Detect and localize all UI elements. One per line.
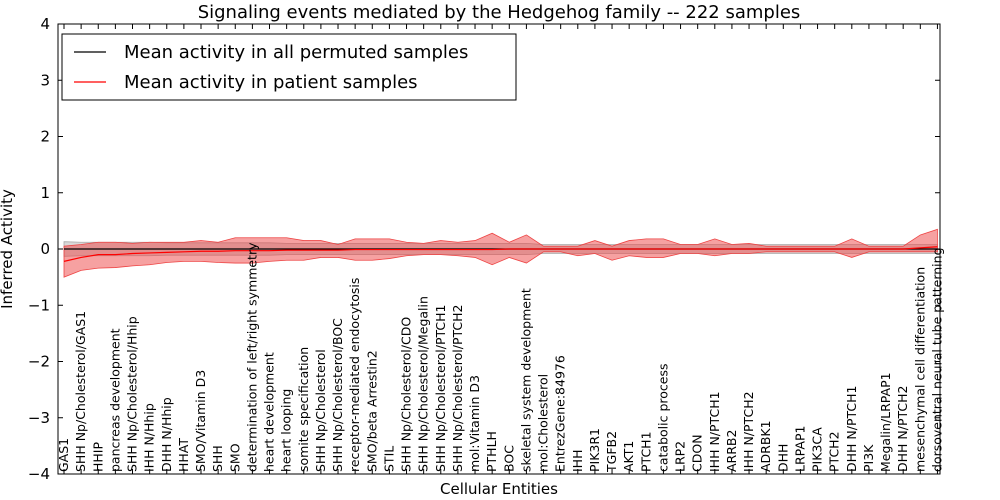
x-tick-label: IHH (570, 450, 585, 473)
band-series-1 (63, 228, 938, 278)
x-tick-label: PTCH2 (827, 431, 842, 472)
y-tick-label: 0 (40, 240, 50, 258)
y-tick-label: −2 (28, 353, 50, 371)
x-tick-label: GAS1 (56, 438, 71, 472)
x-tick-label: DHH N/PTCH2 (895, 386, 910, 472)
x-tick-label: IHH N/PTCH2 (741, 391, 756, 472)
y-tick-label: 1 (40, 184, 50, 202)
x-tick-label: SMO/beta Arrestin2 (364, 350, 379, 472)
x-tick-label: somite specification (296, 347, 311, 472)
x-tick-label: PIK3CA (810, 427, 825, 472)
x-tick-label: mol:Vitamin D3 (467, 375, 482, 472)
x-tick-label: SHH Np/Cholesterol/BOC (330, 318, 345, 472)
x-tick-label: SHH Np/Cholesterol/CDO (399, 317, 414, 472)
x-tick-label: mesenchymal cell differentiation (912, 267, 927, 472)
x-tick-label: PTHLH (484, 431, 499, 472)
x-tick-label: HHIP (90, 442, 105, 472)
x-tick-label: Megalin/LRPAP1 (878, 372, 893, 472)
line-series-1 (63, 246, 938, 262)
x-tick-label: mol:Cholesterol (536, 374, 551, 472)
x-tick-label: pancreas development (107, 328, 122, 472)
legend: Mean activity in all permuted samplesMea… (61, 33, 517, 101)
x-axis-label: Cellular Entities (440, 480, 558, 498)
x-tick-label: LRPAP1 (792, 426, 807, 472)
x-tick-label: DHH N/PTCH1 (844, 386, 859, 472)
x-tick-label: catabolic process (655, 363, 670, 472)
x-tick-label: SHH Np/Cholesterol/PTCH2 (450, 305, 465, 473)
series-lines (63, 246, 938, 262)
x-tick-label: SMO (227, 443, 242, 472)
y-tick-label: −3 (28, 409, 50, 427)
x-tick-label: IHH N/Hhip (142, 403, 157, 472)
y-tick-label: −1 (28, 296, 50, 314)
x-tick-label: heart looping (279, 389, 294, 472)
x-tick-label: SHH Np/Cholesterol (313, 349, 328, 472)
y-tick-label: 3 (40, 71, 50, 89)
y-tick-label: −4 (28, 465, 50, 483)
x-tick-label: SHH Np/Cholesterol/Hhip (125, 316, 140, 472)
x-tick-label: determination of left/right symmetry (244, 242, 259, 472)
legend-label-1: Mean activity in patient samples (124, 72, 418, 93)
x-tick-label: receptor-mediated endocytosis (347, 278, 362, 472)
x-tick-label: EntrezGene:84976 (553, 355, 568, 472)
y-axis-label: Inferred Activity (0, 189, 16, 309)
x-tick-label: SHH Np/Cholesterol/GAS1 (73, 311, 88, 472)
x-tick-label: SHH Np/Cholesterol/Megalin (416, 296, 431, 472)
x-tick-label: heart development (262, 352, 277, 472)
x-tick-label: skeletal system development (518, 288, 533, 472)
x-tick-label: IHH N/PTCH1 (707, 391, 722, 472)
y-axis: −4 −3 −2 −1 0 1 2 3 4 (28, 15, 940, 483)
x-tick-label: PI3K (861, 444, 876, 472)
x-tick-label: SMO/Vitamin D3 (193, 370, 208, 472)
x-tick-label: PIK3R1 (587, 428, 602, 472)
x-tick-label: LRP2 (673, 441, 688, 472)
chart-title: Signaling events mediated by the Hedgeho… (198, 2, 801, 23)
x-tick-label: AKT1 (621, 441, 636, 472)
x-tick-label: BOC (501, 445, 516, 472)
x-tick-label: DHH (775, 444, 790, 472)
x-tick-label: dorsoventral neural tube patterning (929, 248, 944, 473)
x-tick-label: ADRBK1 (758, 420, 773, 472)
x-tick-label: CDON (690, 434, 705, 472)
legend-box (61, 33, 517, 101)
x-tick-label: PTCH1 (638, 431, 653, 472)
y-tick-label: 2 (40, 128, 50, 146)
legend-label-0: Mean activity in all permuted samples (124, 42, 468, 63)
x-tick-label: TGFB2 (604, 431, 619, 473)
x-tick-label: HHAT (176, 438, 191, 472)
x-tick-label: STIL (381, 446, 396, 472)
y-tick-label: 4 (40, 15, 50, 33)
x-tick-label: ARRB2 (724, 430, 739, 472)
x-tick-label: DHH N/Hhip (159, 397, 174, 472)
x-tick-label: SHH Np/Cholesterol/PTCH1 (433, 305, 448, 473)
x-tick-label: SHH (210, 445, 225, 472)
